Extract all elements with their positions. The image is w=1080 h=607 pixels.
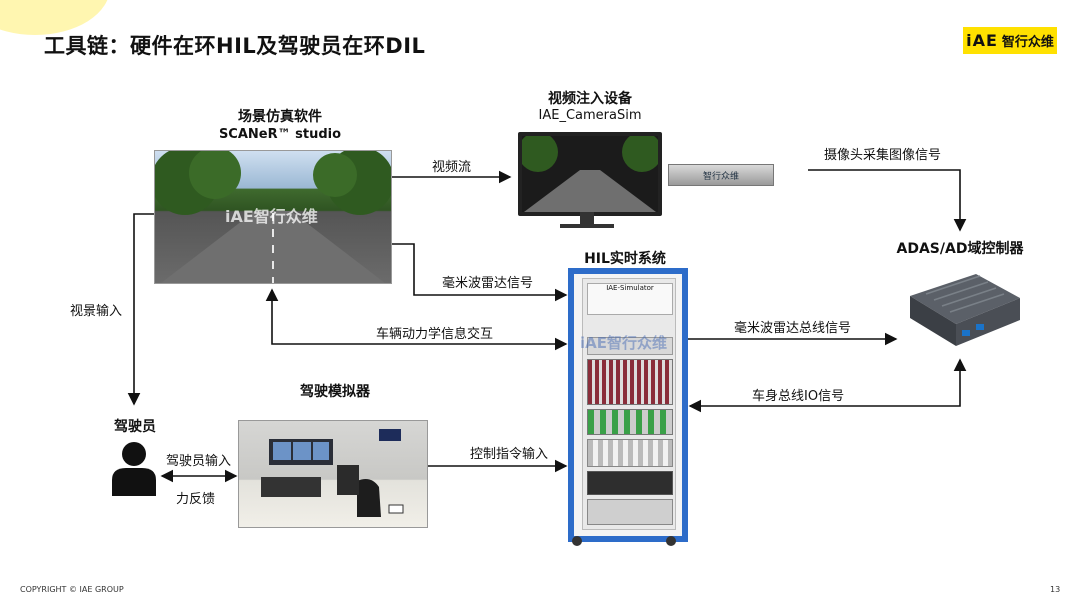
label-force-feedback: 力反馈 bbox=[176, 492, 216, 507]
label-video-stream: 视频流 bbox=[432, 160, 472, 175]
label-driver-input: 驾驶员输入 bbox=[166, 454, 232, 469]
simulator-graphic bbox=[261, 429, 404, 517]
driver-title: 驾驶员 bbox=[114, 419, 156, 435]
hil-rack: IAE-Simulator iAE智行众维 bbox=[568, 268, 688, 542]
edge-camera-signal bbox=[808, 169, 967, 232]
adas-controller-image bbox=[896, 258, 1024, 358]
scene-software-screenshot: iAE智行众维 bbox=[154, 150, 392, 284]
logo-text: 智行众维 bbox=[1001, 35, 1054, 50]
monitor-road-graphic bbox=[518, 132, 662, 212]
hil-title: HIL实时系统 bbox=[584, 251, 666, 267]
monitor-screen bbox=[518, 132, 662, 216]
rack-label: IAE-Simulator bbox=[606, 284, 654, 292]
edge-body-bus bbox=[688, 358, 967, 413]
driving-sim-photo bbox=[238, 420, 428, 528]
rack-unit-3 bbox=[587, 471, 673, 495]
road-scene-graphic bbox=[155, 151, 391, 283]
scene-software-subtitle: SCANeR™ studio bbox=[218, 127, 342, 142]
rack-wheel-left bbox=[572, 536, 582, 546]
page-number: 13 bbox=[1050, 585, 1061, 594]
logo-brand: iAE bbox=[966, 31, 998, 50]
controller-graphic bbox=[910, 274, 1020, 346]
rack-wheel-right bbox=[666, 536, 676, 546]
scene-software-title: 场景仿真软件 bbox=[238, 109, 322, 125]
adas-title: ADAS/AD域控制器 bbox=[896, 241, 1024, 257]
label-body-bus: 车身总线IO信号 bbox=[752, 389, 845, 404]
rack-top-panel: IAE-Simulator bbox=[587, 283, 673, 315]
company-logo: iAE 智行众维 bbox=[963, 27, 1057, 54]
rack-unit-2 bbox=[587, 439, 673, 467]
rack-unit-4 bbox=[587, 499, 673, 525]
edge-vehicle-dynamics bbox=[265, 288, 568, 351]
label-radar-bus: 毫米波雷达总线信号 bbox=[734, 321, 852, 336]
scene-watermark: iAE智行众维 bbox=[225, 207, 318, 226]
person-icon bbox=[110, 440, 158, 496]
monitor-base bbox=[560, 224, 614, 228]
video-device-title: 视频注入设备 bbox=[548, 91, 632, 107]
monitor-stand bbox=[580, 212, 594, 226]
camerasim-device: 智行众维 bbox=[668, 164, 774, 186]
label-view-input: 视景输入 bbox=[70, 304, 123, 319]
label-camera-signal: 摄像头采集图像信号 bbox=[824, 148, 942, 163]
copyright-text: COPYRIGHT © IAE GROUP bbox=[20, 585, 124, 594]
device-label: 智行众维 bbox=[702, 171, 739, 182]
label-vehicle-dynamics: 车辆动力学信息交互 bbox=[376, 327, 494, 342]
hil-watermark: iAE智行众维 bbox=[580, 334, 667, 352]
label-control-input: 控制指令输入 bbox=[470, 447, 549, 462]
label-radar-signal: 毫米波雷达信号 bbox=[442, 276, 534, 291]
rack-cabinet: IAE-Simulator bbox=[582, 278, 676, 530]
rack-unit-boards bbox=[587, 409, 673, 435]
slide-title: 工具链：硬件在环HIL及驾驶员在环DIL bbox=[44, 34, 426, 58]
edge-view-input bbox=[127, 213, 154, 406]
rack-unit-1 bbox=[587, 337, 673, 355]
video-device-subtitle: IAE_CameraSim bbox=[538, 108, 642, 123]
driving-sim-title: 驾驶模拟器 bbox=[300, 384, 370, 400]
rack-unit-io bbox=[587, 359, 673, 405]
person-silhouette bbox=[112, 442, 156, 496]
